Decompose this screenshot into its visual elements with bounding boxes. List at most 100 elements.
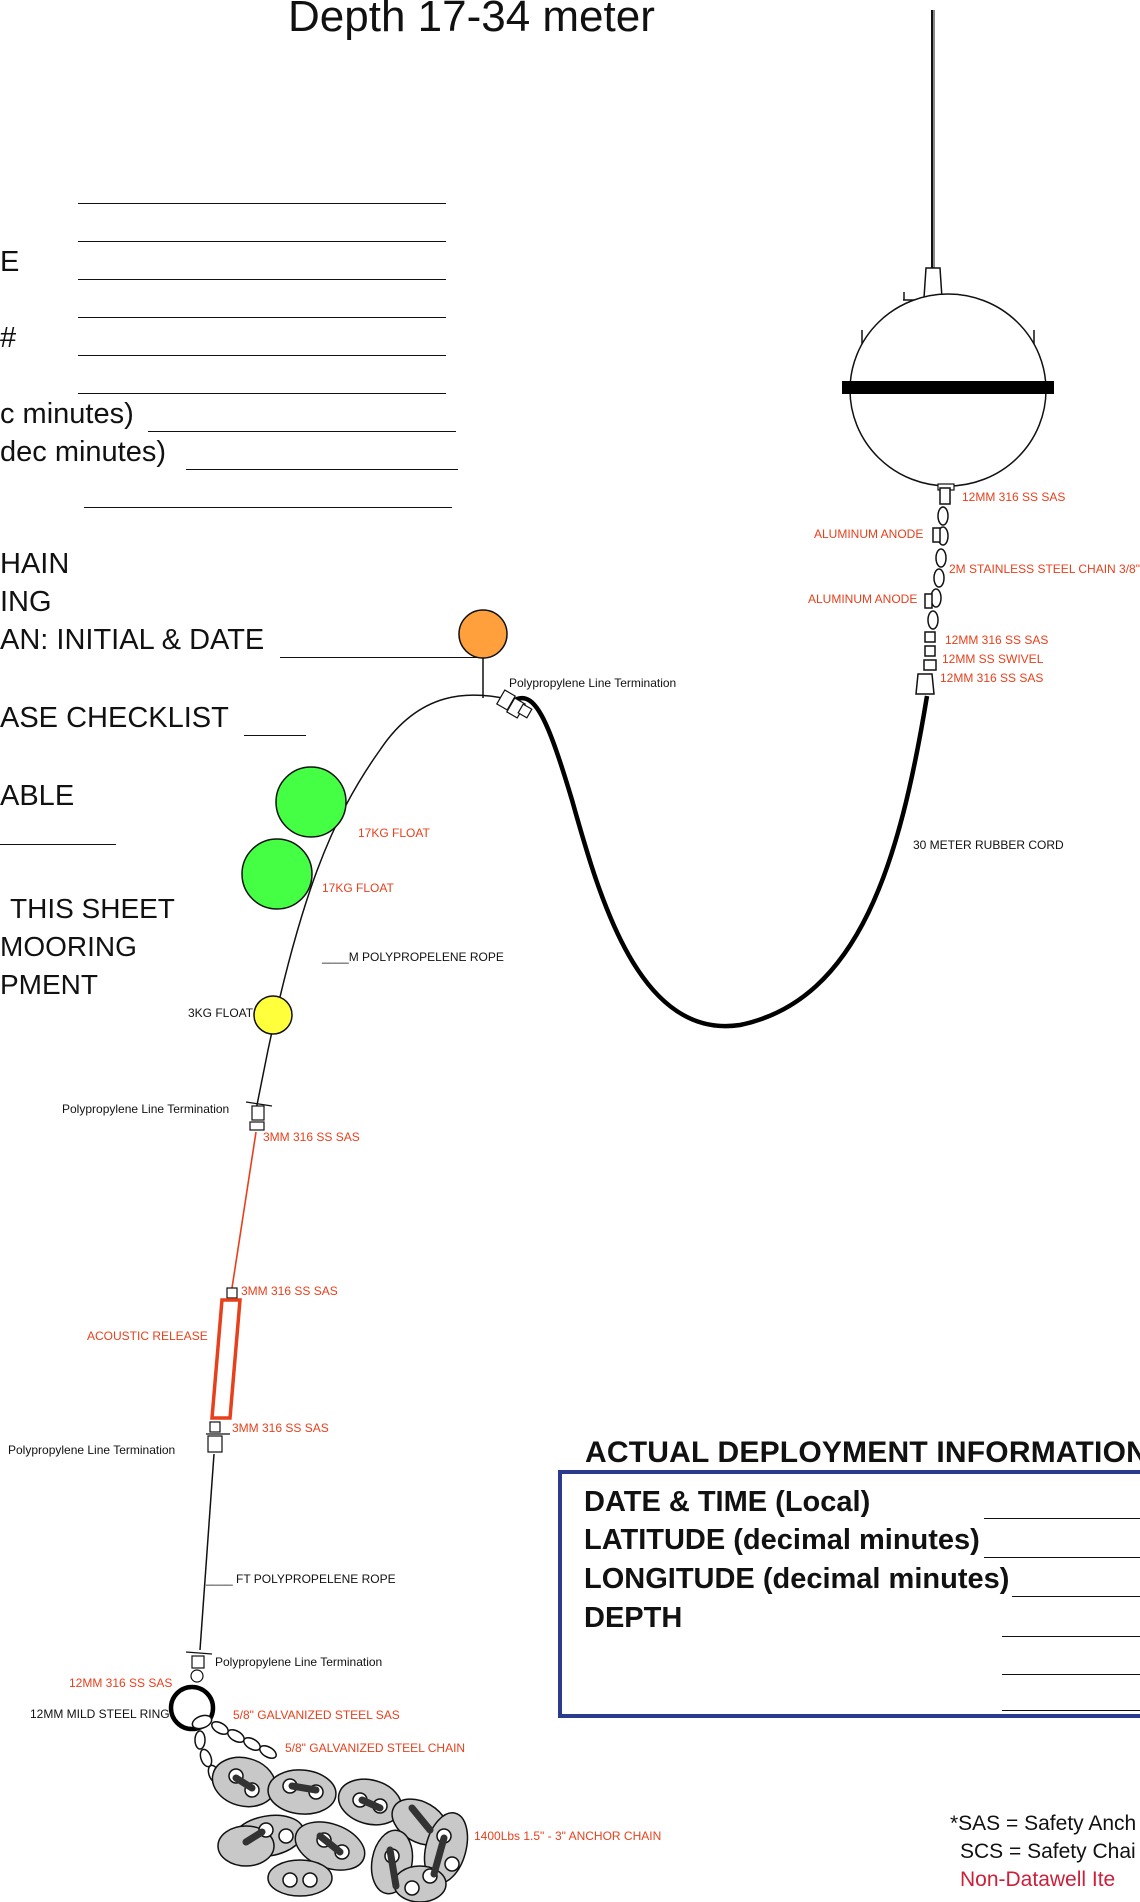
label-acoustic-release: ACOUSTIC RELEASE (87, 1329, 208, 1343)
anchor-chain (211, 1756, 469, 1902)
legend-scs: SCS = Safety Chai (960, 1840, 1136, 1863)
polypropylene-rope-upper (255, 694, 513, 1111)
legend-sas: *SAS = Safety Anch (950, 1812, 1137, 1835)
form-row-5-blank (78, 320, 446, 356)
yellow-float (253, 995, 293, 1035)
checklist-label: AN: INITIAL & DATE (0, 624, 265, 656)
label-sas-a: 12MM 316 SS SAS (945, 633, 1049, 647)
label-pp-term-mid: Polypropylene Line Termination (62, 1102, 230, 1116)
form-row-3-blank (78, 244, 446, 280)
adi-row-latitude: LATITUDE (decimal minutes) (584, 1524, 980, 1557)
label-anode-2: ALUMINUM ANODE (808, 592, 918, 606)
page-title: Depth 17-34 meter (288, 0, 655, 41)
form-row-8: dec minutes) (0, 434, 459, 470)
adi-label: LONGITUDE (decimal minutes) (584, 1563, 1010, 1595)
termination-mid (245, 1101, 273, 1131)
actual-deployment-box: DATE & TIME (Local) LATITUDE (decimal mi… (558, 1470, 1140, 1718)
green-float-1 (275, 766, 347, 838)
adi-blank-latitude[interactable] (984, 1557, 1140, 1558)
adi-blank-longitude[interactable] (1012, 1596, 1140, 1597)
checklist-line-2: ING (0, 586, 52, 618)
form-blank[interactable] (147, 401, 456, 432)
adi-label: DEPTH (584, 1602, 683, 1634)
sheet-note-2: MOORING (0, 931, 137, 962)
label-sas-3mm-1: 3MM 316 SS SAS (263, 1130, 360, 1144)
rubber-cord (513, 695, 930, 1029)
adi-blank-date[interactable] (984, 1518, 1140, 1519)
form-blank[interactable] (78, 287, 446, 318)
form-blank[interactable] (84, 477, 452, 508)
termination-low (206, 1421, 230, 1453)
sheet-note-3: PMENT (0, 969, 98, 1000)
label-sas-b: 12MM 316 SS SAS (940, 671, 1044, 685)
checklist-label: ASE CHECKLIST (0, 702, 229, 734)
label-swivel: 12MM SS SWIVEL (942, 652, 1044, 666)
label-ft-rope: ____ FT POLYPROPELENE ROPE (206, 1572, 396, 1586)
form-label: # (0, 322, 17, 354)
form-blank[interactable] (244, 705, 307, 736)
label-rubber-cord: 30 METER RUBBER CORD (913, 838, 1064, 852)
galvanized-chain (191, 1714, 277, 1784)
label-float-3: 3KG FLOAT (188, 1006, 254, 1020)
adi-row-depth: DEPTH (584, 1602, 682, 1635)
label-ss-chain: 2M STAINLESS STEEL CHAIN 3/8" (949, 562, 1140, 576)
checklist-line-1: HAIN (0, 548, 70, 580)
form-blank[interactable] (78, 173, 446, 204)
adi-label: DATE & TIME (Local) (584, 1486, 871, 1518)
label-pp-rope: ____M POLYPROPELENE ROPE (322, 950, 504, 964)
form-row-1 (78, 168, 446, 204)
label-pp-term-top: Polypropylene Line Termination (509, 676, 677, 690)
form-blank[interactable] (186, 439, 459, 470)
form-label: dec minutes) (0, 436, 167, 468)
label-pp-term-low: Polypropylene Line Termination (8, 1443, 176, 1457)
form-row-3: E (0, 244, 19, 280)
form-row-6 (78, 358, 446, 394)
label-galv-chain: 5/8" GALVANIZED STEEL CHAIN (285, 1741, 466, 1755)
adi-blank-depth[interactable] (1002, 1636, 1140, 1637)
form-row-4 (78, 282, 446, 318)
checklist-line-3: AN: INITIAL & DATE (0, 622, 487, 658)
label-sas-3mm-3: 3MM 316 SS SAS (232, 1421, 329, 1435)
label-sas-3mm-2: 3MM 316 SS SAS (241, 1284, 338, 1298)
steel-ring (168, 1684, 216, 1732)
polypropylene-rope-lower (199, 1453, 215, 1651)
form-row-9 (84, 472, 452, 508)
adi-row-date: DATE & TIME (Local) (584, 1486, 870, 1519)
label-float-2: 17KG FLOAT (322, 881, 394, 895)
label-anchor-chain: 1400Lbs 1.5" - 3" ANCHOR CHAIN (474, 1829, 662, 1843)
legend-non-datawell: Non-Datawell Ite (960, 1868, 1116, 1891)
form-blank[interactable] (78, 211, 446, 242)
buoy (842, 10, 1054, 491)
label-sas-bottom: 12MM 316 SS SAS (69, 1676, 173, 1690)
label-float-1: 17KG FLOAT (358, 826, 430, 840)
actual-deployment-heading: ACTUAL DEPLOYMENT INFORMATION (585, 1436, 1140, 1469)
checklist-line-4: ASE CHECKLIST (0, 700, 307, 736)
adi-label: LATITUDE (decimal minutes) (584, 1524, 980, 1556)
form-row-7: c minutes) (0, 396, 456, 432)
form-label: E (0, 246, 20, 278)
termination-top (495, 689, 533, 719)
label-anode-1: ALUMINUM ANODE (814, 527, 924, 541)
acoustic-release (210, 1298, 242, 1420)
form-blank[interactable] (78, 325, 446, 356)
form-blank[interactable] (280, 627, 487, 658)
adi-blank-extra-2[interactable] (1002, 1710, 1140, 1711)
label-pp-term-bottom: Polypropylene Line Termination (215, 1655, 383, 1669)
form-label: c minutes) (0, 398, 134, 430)
checklist-line-5: ABLE (0, 780, 75, 812)
form-blank[interactable] (78, 249, 446, 280)
form-blank[interactable] (78, 363, 446, 394)
label-galv-sas: 5/8" GALVANIZED STEEL SAS (233, 1708, 400, 1722)
green-float-2 (241, 838, 313, 910)
buoy-chain (915, 487, 951, 695)
orange-float (458, 609, 508, 659)
label-buoy-sas: 12MM 316 SS SAS (962, 490, 1066, 504)
adi-row-longitude: LONGITUDE (decimal minutes) (584, 1563, 1009, 1596)
label-steel-ring: 12MM MILD STEEL RING (30, 1707, 170, 1721)
form-row-2 (78, 206, 446, 242)
sheet-note-1: THIS SHEET (10, 893, 175, 924)
form-row-5: # (0, 320, 16, 356)
checklist-blank-line[interactable] (0, 844, 116, 845)
adi-blank-extra-1[interactable] (1002, 1674, 1140, 1675)
